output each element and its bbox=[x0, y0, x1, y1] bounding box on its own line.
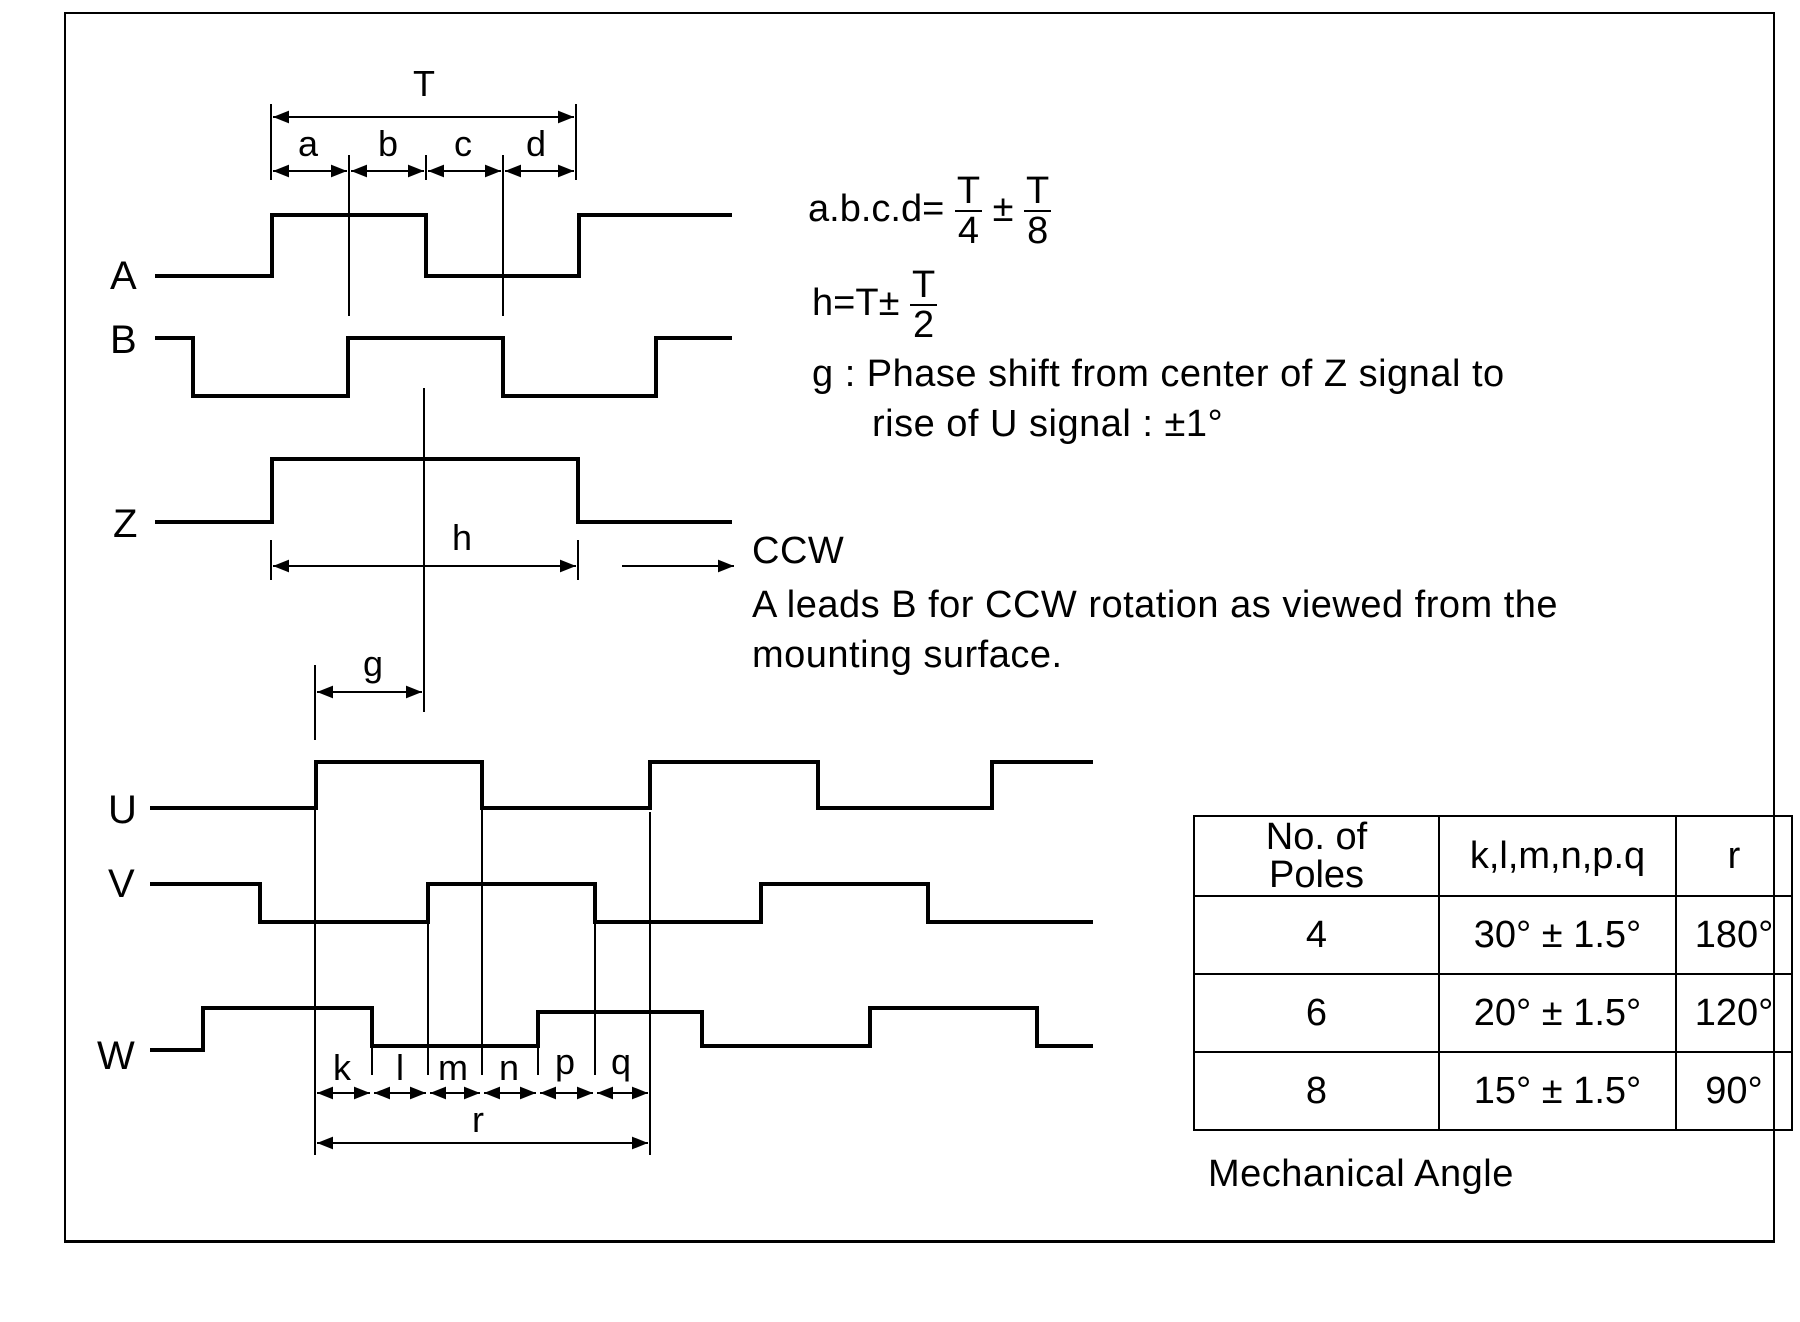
g-definition-line2: rise of U signal : ±1° bbox=[872, 403, 1224, 445]
table-row: 8 15° ± 1.5° 90° bbox=[1193, 1051, 1793, 1131]
header-no-of-poles: No. of Poles bbox=[1193, 815, 1440, 897]
dim-label-h: h bbox=[452, 517, 473, 558]
signal-Z-waveform bbox=[155, 457, 732, 524]
signal-label-B: B bbox=[110, 318, 137, 362]
dim-label-a: a bbox=[298, 123, 319, 164]
dim-label-b: b bbox=[378, 123, 399, 164]
rotation-note-line1: A leads B for CCW rotation as viewed fro… bbox=[752, 584, 1559, 626]
signal-U-waveform bbox=[150, 760, 1093, 810]
signal-label-V: V bbox=[108, 862, 135, 906]
table-row: 6 20° ± 1.5° 120° bbox=[1193, 973, 1793, 1053]
signal-label-U: U bbox=[108, 788, 137, 832]
cell-segment-angle: 30° ± 1.5° bbox=[1438, 895, 1677, 975]
dim-label-p: p bbox=[555, 1041, 576, 1082]
dim-label-q: q bbox=[611, 1041, 632, 1082]
dim-label-n: n bbox=[499, 1047, 520, 1088]
equals-sign: = bbox=[922, 188, 945, 231]
cell-r: 120° bbox=[1675, 973, 1793, 1053]
table-row: 4 30° ± 1.5° 180° bbox=[1193, 895, 1793, 975]
signal-W-waveform bbox=[150, 1006, 1093, 1052]
dim-label-m: m bbox=[438, 1047, 468, 1088]
table-caption: Mechanical Angle bbox=[1208, 1153, 1514, 1195]
dim-label-d: d bbox=[526, 123, 547, 164]
formula-h-lhs: h bbox=[812, 282, 834, 325]
formula-h-term: T bbox=[855, 282, 879, 325]
plus-minus-sign: ± bbox=[878, 282, 900, 325]
dim-label-k: k bbox=[333, 1047, 351, 1088]
formula-abcd-lhs: a.b.c.d bbox=[808, 188, 923, 231]
dim-label-r: r bbox=[472, 1099, 484, 1140]
cell-r: 180° bbox=[1675, 895, 1793, 975]
header-r: r bbox=[1675, 815, 1793, 897]
equals-sign: = bbox=[833, 282, 856, 325]
cell-r: 90° bbox=[1675, 1051, 1793, 1131]
dim-label-T: T bbox=[413, 63, 435, 104]
rotation-note-line2: mounting surface. bbox=[752, 634, 1063, 676]
cell-poles: 4 bbox=[1193, 895, 1440, 975]
dim-label-g: g bbox=[363, 643, 384, 684]
signal-label-Z: Z bbox=[113, 502, 138, 546]
plus-minus-sign: ± bbox=[992, 188, 1014, 231]
header-segment-angles: k,l,m,n,p.q bbox=[1438, 815, 1677, 897]
cell-poles: 6 bbox=[1193, 973, 1440, 1053]
signal-B-waveform bbox=[155, 336, 732, 398]
signal-V-waveform bbox=[150, 882, 1093, 924]
cell-segment-angle: 15° ± 1.5° bbox=[1438, 1051, 1677, 1131]
poles-angle-table: No. of Poles k,l,m,n,p.q r 4 30° ± 1.5° … bbox=[1193, 815, 1793, 1131]
cell-poles: 8 bbox=[1193, 1051, 1440, 1131]
signal-label-W: W bbox=[97, 1034, 135, 1078]
dim-label-l: l bbox=[396, 1047, 404, 1088]
signal-A-waveform bbox=[155, 213, 732, 278]
table-header-row: No. of Poles k,l,m,n,p.q r bbox=[1193, 815, 1793, 897]
diagram-frame bbox=[64, 12, 1775, 1243]
cell-segment-angle: 20° ± 1.5° bbox=[1438, 973, 1677, 1053]
dim-label-c: c bbox=[454, 123, 472, 164]
rotation-direction: CCW bbox=[752, 530, 845, 572]
g-definition-line1: g : Phase shift from center of Z signal … bbox=[812, 353, 1505, 395]
signal-label-A: A bbox=[110, 254, 137, 298]
